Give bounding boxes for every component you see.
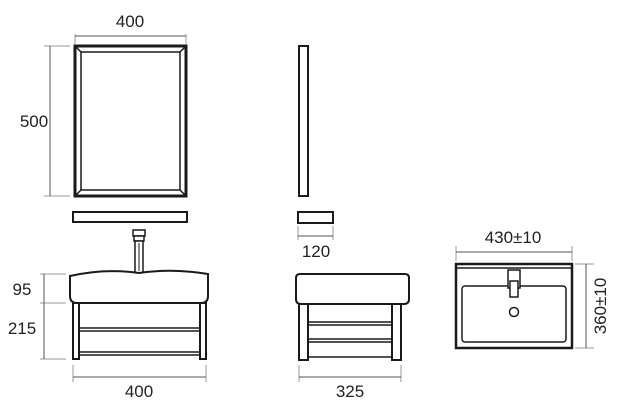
cabinet-width-label: 400	[125, 382, 153, 401]
basin-top-view	[454, 262, 574, 350]
basin-width-dimension: 430±10	[455, 228, 573, 261]
faucet	[132, 229, 146, 274]
cabinet-height-label: 215	[8, 319, 36, 338]
mirror-side-view	[298, 45, 309, 197]
drain-icon	[508, 306, 520, 318]
cabinet-width-dimension: 400	[72, 365, 207, 401]
mirror-width-label: 400	[116, 12, 144, 31]
basin-depth-dimension: 360±10	[575, 263, 610, 349]
shelf-front-view	[72, 211, 188, 223]
shelf-side-view: 120	[297, 211, 334, 261]
mirror-front-view	[73, 44, 188, 198]
vanity-side-view	[295, 273, 410, 361]
cabinet-depth-dimension: 325	[298, 365, 402, 401]
mirror-width-dimension: 400	[74, 12, 187, 44]
vanity-front-view	[69, 229, 209, 360]
basin-width-label: 430±10	[485, 228, 542, 247]
basin-height-label: 95	[13, 280, 32, 299]
mirror-height-dimension: 500	[20, 45, 70, 197]
basin-depth-label: 360±10	[591, 278, 610, 335]
vanity-height-dimensions: 95 215	[8, 273, 66, 360]
cabinet-depth-label: 325	[336, 382, 364, 401]
shelf-depth-label: 120	[302, 242, 330, 261]
mirror-height-label: 500	[20, 112, 48, 131]
